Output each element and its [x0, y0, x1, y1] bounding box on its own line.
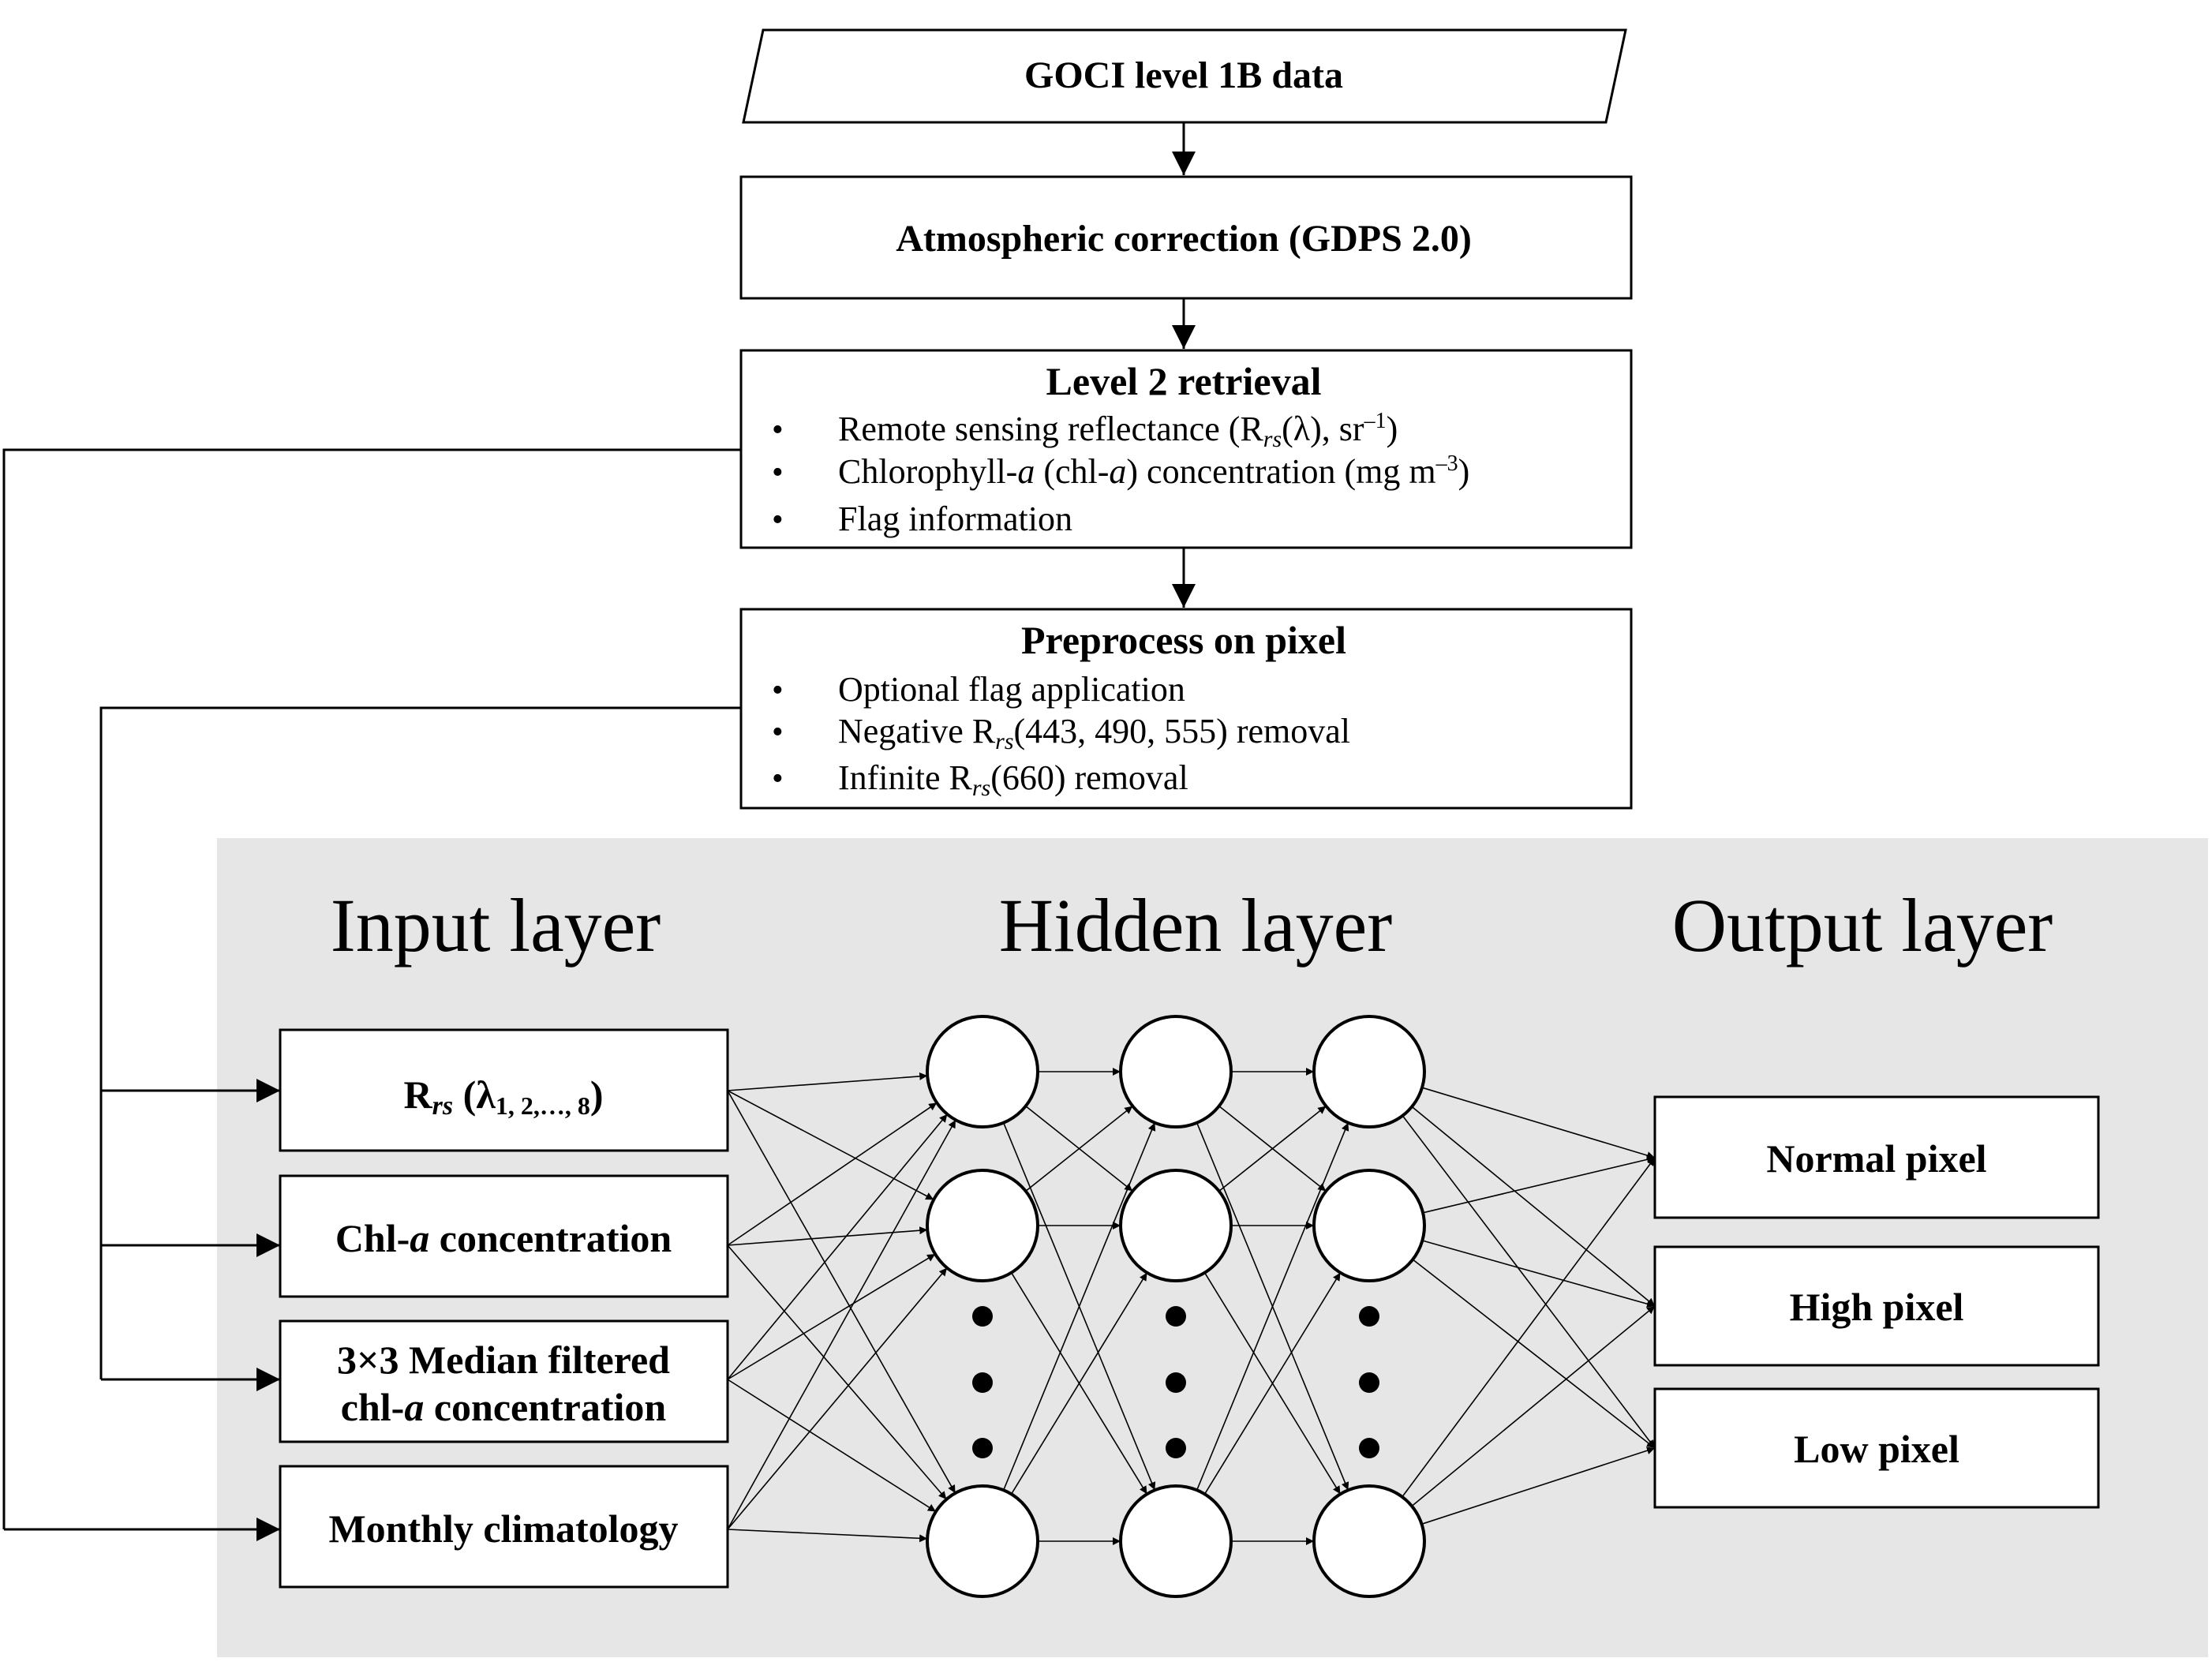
output-box-high — [1653, 1245, 2100, 1367]
edge-input-to-hidden — [727, 1529, 928, 1543]
ellipsis-dot — [972, 1372, 993, 1393]
hidden-neuron-1-bottom — [926, 1484, 1039, 1598]
input-label-chl: Chl-a concentration — [335, 1216, 672, 1260]
level2-bullet-1: • — [772, 412, 784, 448]
ellipsis-dot — [972, 1438, 993, 1458]
edge-hidden-to-output — [1422, 1240, 1656, 1308]
edge-hidden-to-hidden — [1196, 1122, 1349, 1491]
edge-input-to-hidden — [727, 1253, 936, 1380]
edge-input-to-hidden — [727, 1226, 928, 1246]
edge-hidden-to-output — [1422, 1155, 1656, 1214]
preprocess-item-negative: Negative Rrs(443, 490, 555) removal — [838, 712, 1350, 754]
edge-hidden-to-output — [1402, 1157, 1656, 1498]
edge-hidden-to-hidden — [1025, 1105, 1133, 1192]
output-box-normal — [1653, 1095, 2100, 1219]
edge-input-to-hidden — [727, 1102, 938, 1246]
output-layer-title: Output layer — [1672, 883, 2053, 967]
edge-hidden-to-output — [1411, 1106, 1656, 1307]
ellipsis-dot — [1359, 1372, 1379, 1393]
ellipsis-dot — [1166, 1372, 1186, 1393]
input-label-median-line2: chl-a concentration — [341, 1385, 667, 1429]
preprocess-feed-line — [99, 706, 741, 1379]
edge-input-to-hidden — [727, 1072, 928, 1091]
ellipsis-dot — [1166, 1438, 1186, 1458]
preprocess-item-infinite: Infinite Rrs(660) removal — [838, 758, 1188, 801]
input-box-rrs — [279, 1028, 729, 1152]
edge-hidden-to-hidden — [1002, 1122, 1156, 1491]
level2-title: Level 2 retrieval — [1046, 359, 1322, 403]
edge-input-to-hidden — [727, 1119, 956, 1530]
input-box-median — [279, 1319, 729, 1443]
output-label-normal: Normal pixel — [1766, 1136, 1986, 1181]
hidden-neuron-2-bottom — [1119, 1484, 1233, 1598]
ellipsis-dot — [1166, 1306, 1186, 1327]
hidden-layer-title: Hidden layer — [999, 883, 1393, 967]
hidden-neuron-3-top — [1312, 1015, 1426, 1128]
preprocess-bullet-1: • — [772, 672, 784, 709]
input-label-climatology: Monthly climatology — [328, 1506, 678, 1551]
network-connections — [727, 1068, 1656, 1545]
preprocess-bullet-3: • — [772, 761, 784, 797]
hidden-neuron-3-middle — [1312, 1169, 1426, 1282]
level2-item-chl: Chlorophyll-a (chl-a) concentration (mg … — [838, 451, 1469, 491]
preprocess-bullet-2: • — [772, 714, 784, 750]
edge-hidden-to-output — [1402, 1115, 1656, 1449]
hidden-neuron-1-top — [926, 1015, 1039, 1128]
output-box-low — [1653, 1387, 2100, 1509]
edge-input-to-hidden — [727, 1090, 934, 1200]
preprocess-item-flag: Optional flag application — [838, 670, 1185, 709]
level2-bullet-3: • — [772, 502, 784, 538]
level2-item-rrs: Remote sensing reflectance (Rrs(λ), sr–1… — [838, 409, 1398, 452]
hidden-neuron-3-bottom — [1312, 1484, 1426, 1598]
hidden-ellipsis-dots — [972, 1306, 1379, 1458]
preprocess-title: Preprocess on pixel — [1021, 618, 1346, 662]
input-label-median-line1: 3×3 Median filtered — [337, 1338, 670, 1382]
level2-item-flag: Flag information — [838, 500, 1072, 538]
preprocess-box — [739, 608, 1633, 810]
edge-input-to-hidden — [727, 1090, 956, 1494]
hidden-neuron-2-top — [1119, 1015, 1233, 1128]
edge-hidden-to-output — [1421, 1447, 1656, 1525]
ellipsis-dot — [1359, 1438, 1379, 1458]
input-box-climatology — [279, 1465, 729, 1589]
level2-retrieval-box — [739, 349, 1633, 549]
goci-data-label: GOCI level 1B data — [1024, 54, 1343, 96]
input-label-rrs: Rrs (λ1, 2,…, 8) — [404, 1072, 604, 1121]
edge-hidden-to-output — [1411, 1305, 1656, 1507]
ellipsis-dot — [972, 1306, 993, 1327]
hidden-neuron-1-middle — [926, 1169, 1039, 1282]
edge-hidden-to-output — [1421, 1087, 1656, 1159]
level2-feed-line — [2, 448, 741, 1529]
atmos-correction-box — [739, 175, 1633, 300]
edge-input-to-hidden — [727, 1113, 948, 1380]
edge-input-to-hidden — [727, 1267, 948, 1530]
input-layer-title: Input layer — [331, 883, 661, 967]
input-box-chl — [279, 1174, 729, 1298]
edge-input-to-hidden — [727, 1379, 937, 1513]
edge-hidden-to-output — [1412, 1259, 1656, 1449]
ellipsis-dot — [1359, 1306, 1379, 1327]
output-label-high: High pixel — [1790, 1285, 1964, 1329]
atmos-correction-label: Atmospheric correction (GDPS 2.0) — [896, 218, 1472, 260]
goci-data-parallelogram — [742, 28, 1627, 124]
edge-input-to-hidden — [727, 1244, 947, 1500]
edge-hidden-to-hidden — [1203, 1272, 1342, 1495]
hidden-neuron-2-middle — [1119, 1169, 1233, 1282]
edge-hidden-to-hidden — [1218, 1105, 1327, 1192]
edge-hidden-to-hidden — [1010, 1272, 1148, 1495]
output-label-low: Low pixel — [1794, 1427, 1959, 1471]
level2-bullet-2: • — [772, 455, 784, 491]
